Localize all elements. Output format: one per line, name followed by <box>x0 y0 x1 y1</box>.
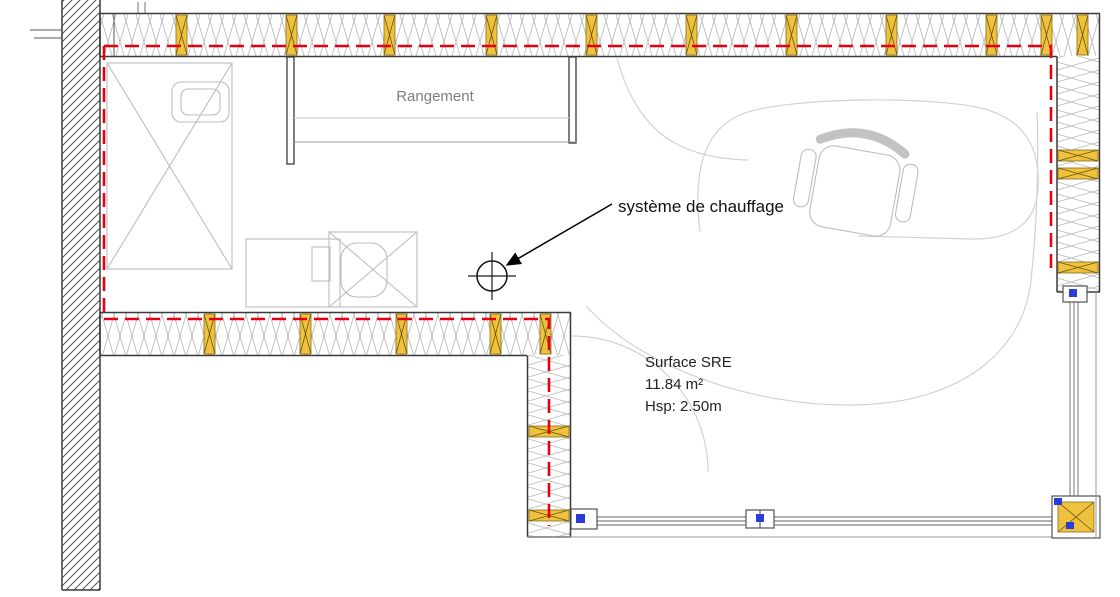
surface-annotation: Surface SRE 11.84 m² Hsp: 2.50m <box>645 354 732 415</box>
surface-area: 11.84 m² <box>645 376 703 393</box>
heating-callout-arrow <box>505 203 613 266</box>
storage-closet <box>286 56 577 165</box>
top-insulated-wall <box>99 2 1100 58</box>
pillow <box>171 81 230 123</box>
chair-seat <box>809 145 901 237</box>
bed <box>106 62 233 270</box>
window-mullion <box>745 509 775 529</box>
left-hatched-wall <box>30 0 101 591</box>
storage-label: Rangement <box>396 88 474 105</box>
right-window-wall <box>1062 285 1097 537</box>
bottom-window-wall <box>527 495 1101 539</box>
office-chair <box>792 128 919 237</box>
surface-height: Hsp: 2.50m <box>645 398 722 415</box>
heating-symbol <box>468 252 516 300</box>
window-frame-left <box>570 508 598 530</box>
desk <box>697 99 1039 240</box>
heating-callout-label: système de chauffage <box>618 197 784 216</box>
door-swing-arc <box>571 335 709 473</box>
right-insulated-wall <box>1056 13 1101 293</box>
chair-armrest-right <box>894 163 919 223</box>
window-corner-post <box>1051 495 1101 539</box>
window-frame-right-top <box>1062 285 1088 303</box>
floor-outline-curves <box>585 57 1039 406</box>
surface-title: Surface SRE <box>645 354 732 371</box>
chair-backrest <box>815 128 910 159</box>
shower-fixture <box>245 231 418 308</box>
chair-armrest-left <box>792 148 817 208</box>
